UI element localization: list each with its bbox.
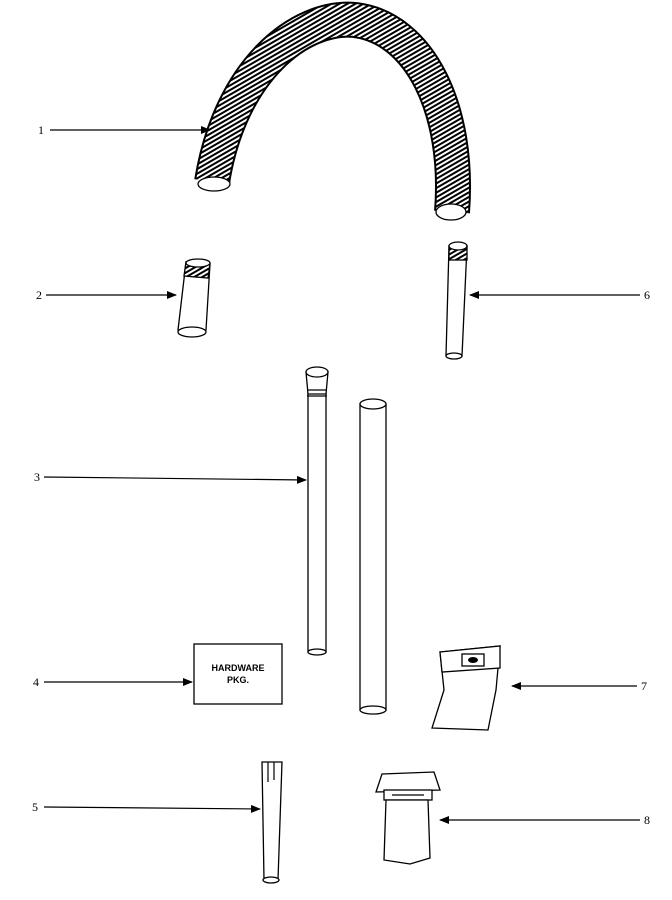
hardware-label-line1: HARDWARE (212, 663, 265, 673)
callout-5: 5 (32, 800, 38, 814)
callout-labels: 1 2 3 4 5 6 7 8 (32, 123, 650, 827)
nozzle-tool-part (375, 771, 441, 865)
callout-2: 2 (36, 288, 42, 302)
leader-line-5 (43, 804, 261, 813)
extension-wand-part (305, 366, 329, 656)
crevice-tool-part (261, 761, 283, 884)
leader-line-3 (43, 475, 307, 484)
callout-6: 6 (644, 288, 650, 302)
hardware-label-line2: PKG. (227, 675, 249, 685)
callout-4: 4 (33, 675, 39, 689)
callout-8: 8 (644, 813, 650, 827)
callout-3: 3 (34, 470, 40, 484)
callout-1: 1 (38, 123, 44, 137)
hose-part (194, 1, 471, 221)
straight-wand-part (359, 398, 387, 715)
leader-lines (43, 126, 640, 824)
hardware-package-part: HARDWARE PKG. (193, 643, 283, 705)
filter-bag-part (431, 645, 501, 731)
swivel-end-part (445, 241, 468, 360)
callout-7: 7 (641, 679, 647, 693)
hose-end-part (177, 258, 211, 338)
